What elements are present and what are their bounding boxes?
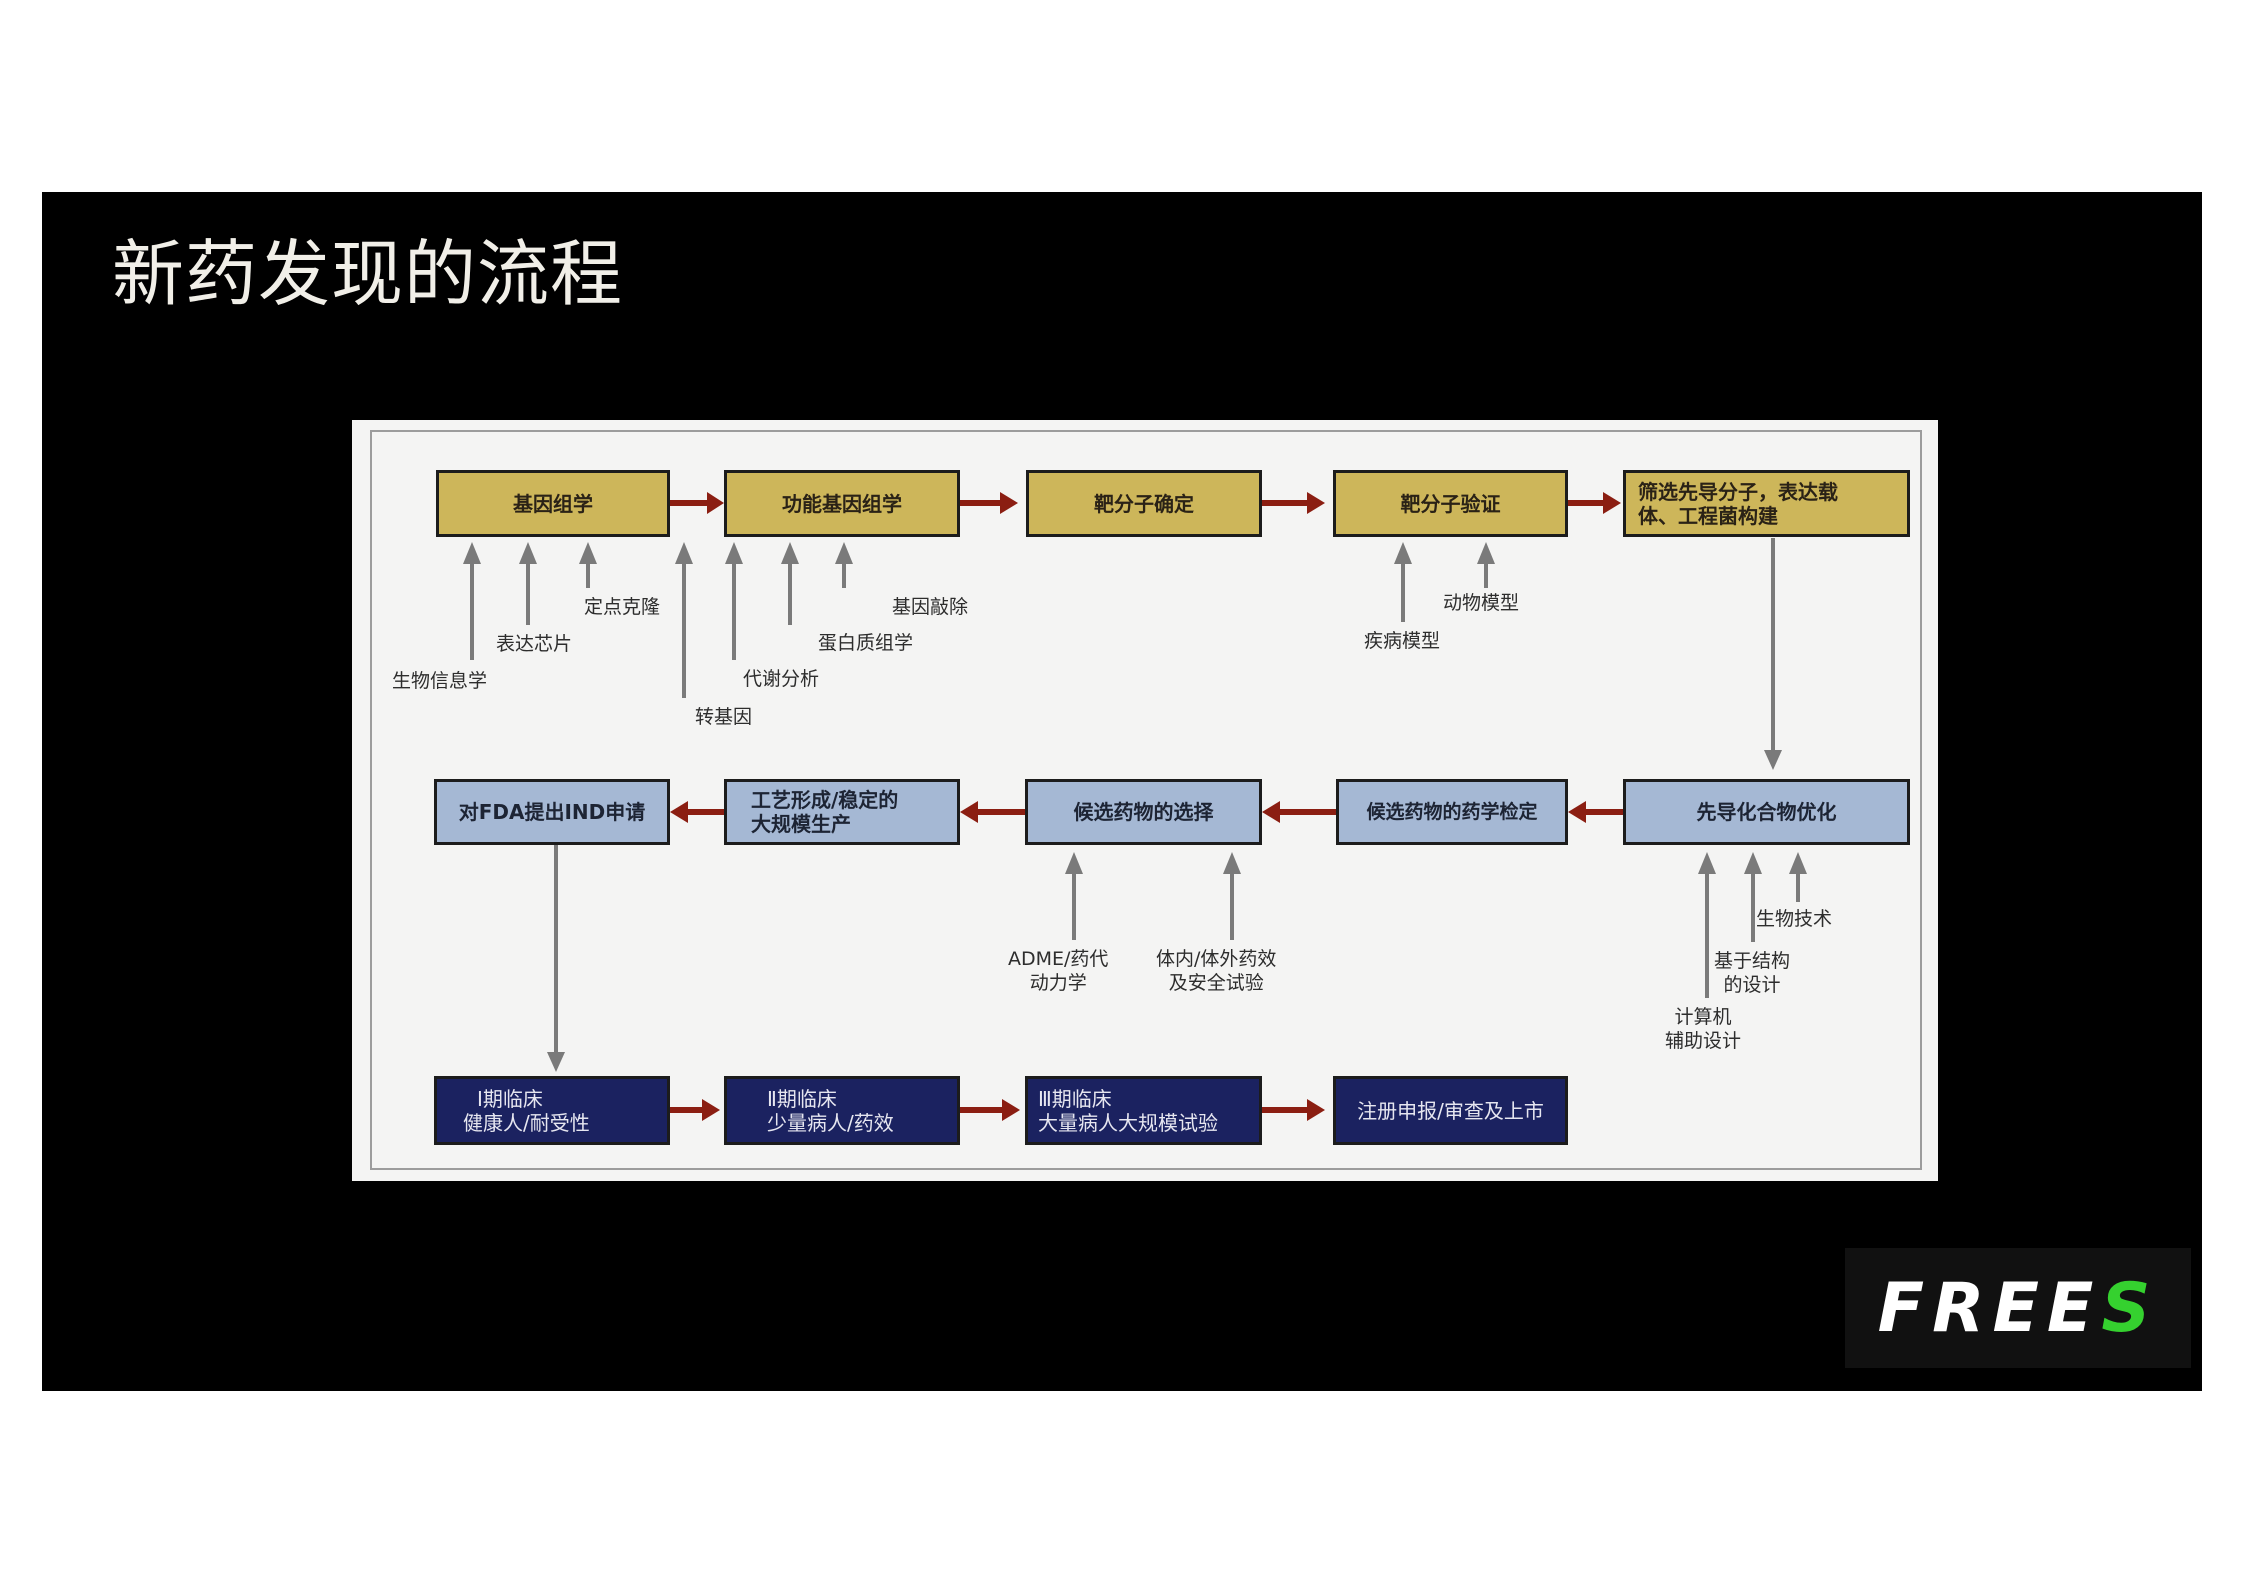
input-cad-line2: 辅助设计 — [1665, 1029, 1742, 1052]
input-animal-model: 动物模型 — [1443, 592, 1520, 614]
stage-functional-genomics: 功能基因组学 — [724, 470, 960, 537]
input-sbd-line2: 的设计 — [1723, 973, 1781, 996]
stage-label-line2: 少量病人/药效 — [767, 1110, 894, 1135]
figure-frame — [370, 430, 1922, 1170]
stage-label-line1: Ⅱ期临床 — [767, 1086, 837, 1111]
input-efficacy-line1: 体内/体外药效 — [1156, 948, 1277, 970]
input-disease-model: 疾病模型 — [1364, 630, 1441, 652]
input-efficacy-safety: 体内/体外药效 及安全试验 — [1156, 948, 1276, 996]
input-metabolic-analysis: 代谢分析 — [743, 668, 820, 690]
stage-label-line2: 健康人/耐受性 — [463, 1110, 590, 1135]
frees-logo: FREES — [1845, 1248, 2191, 1368]
stage-phase3: Ⅲ期临床 大量病人大规模试验 — [1025, 1076, 1262, 1145]
stage-label-line1: Ⅰ期临床 — [477, 1086, 543, 1111]
input-gene-knockout: 基因敲除 — [892, 596, 969, 618]
stage-label-line2: 体、工程菌构建 — [1638, 503, 1778, 528]
stage-label: 注册申报/审查及上市 — [1357, 1098, 1544, 1123]
input-adme: ADME/药代 动力学 — [1008, 948, 1108, 996]
stage-phase2: Ⅱ期临床 少量病人/药效 — [724, 1076, 960, 1145]
stage-lead-optimization: 先导化合物优化 — [1623, 779, 1910, 845]
stage-target-identification: 靶分子确定 — [1026, 470, 1262, 537]
input-transgenic: 转基因 — [695, 706, 753, 728]
stage-registration: 注册申报/审查及上市 — [1333, 1076, 1568, 1145]
drug-discovery-flowchart: 基因组学 功能基因组学 靶分子确定 靶分子验证 筛选先导分子，表达载 体、工程菌… — [352, 420, 1938, 1181]
stage-label-line1: 筛选先导分子，表达载 — [1638, 479, 1838, 504]
input-cad-line1: 计算机 — [1674, 1006, 1732, 1028]
stage-target-validation: 靶分子验证 — [1333, 470, 1568, 537]
input-biotechnology: 生物技术 — [1756, 908, 1833, 930]
stage-label-line2: 大规模生产 — [751, 812, 851, 836]
stage-phase1: Ⅰ期临床 健康人/耐受性 — [434, 1076, 670, 1145]
stage-label: 候选药物的选择 — [1073, 800, 1214, 824]
stage-label-line2: 大量病人大规模试验 — [1038, 1110, 1218, 1135]
stage-label: 对FDA提出IND申请 — [458, 800, 646, 824]
stage-ind-application: 对FDA提出IND申请 — [434, 779, 670, 845]
stage-label: 先导化合物优化 — [1696, 800, 1837, 824]
stage-process-scaleup: 工艺形成/稳定的 大规模生产 — [724, 779, 960, 845]
stage-label-line1: Ⅲ期临床 — [1038, 1086, 1112, 1111]
stage-label: 功能基因组学 — [782, 491, 902, 516]
stage-label: 靶分子确定 — [1094, 491, 1194, 516]
stage-lead-screening: 筛选先导分子，表达载 体、工程菌构建 — [1623, 470, 1910, 537]
stage-genomics: 基因组学 — [436, 470, 670, 537]
stage-label: 基因组学 — [513, 491, 593, 516]
stage-label: 候选药物的药学检定 — [1366, 800, 1538, 823]
input-sbd-line1: 基于结构 — [1714, 950, 1791, 972]
input-structure-based-design: 基于结构 的设计 — [1714, 950, 1790, 998]
stage-pharmaceutical-testing: 候选药物的药学检定 — [1336, 779, 1568, 845]
stage-label-line1: 工艺形成/稳定的 — [751, 788, 899, 812]
input-adme-line1: ADME/药代 — [1008, 948, 1109, 970]
input-expression-chip: 表达芯片 — [496, 633, 573, 655]
input-adme-line2: 动力学 — [1029, 971, 1087, 994]
input-proteomics: 蛋白质组学 — [818, 632, 914, 654]
stage-candidate-selection: 候选药物的选择 — [1025, 779, 1262, 845]
logo-text-main: FREE — [1877, 1268, 2102, 1348]
logo-text-accent: S — [2101, 1268, 2159, 1348]
slide-title: 新药发现的流程 — [112, 232, 624, 316]
logo-text: FREES — [1878, 1269, 2159, 1348]
flow-arrows — [463, 492, 1807, 1121]
input-bioinformatics: 生物信息学 — [392, 670, 488, 692]
stage-label: 靶分子验证 — [1400, 491, 1501, 516]
input-site-cloning: 定点克隆 — [584, 596, 661, 618]
input-computer-aided-design: 计算机 辅助设计 — [1665, 1006, 1741, 1054]
input-efficacy-line2: 及安全试验 — [1168, 971, 1264, 994]
